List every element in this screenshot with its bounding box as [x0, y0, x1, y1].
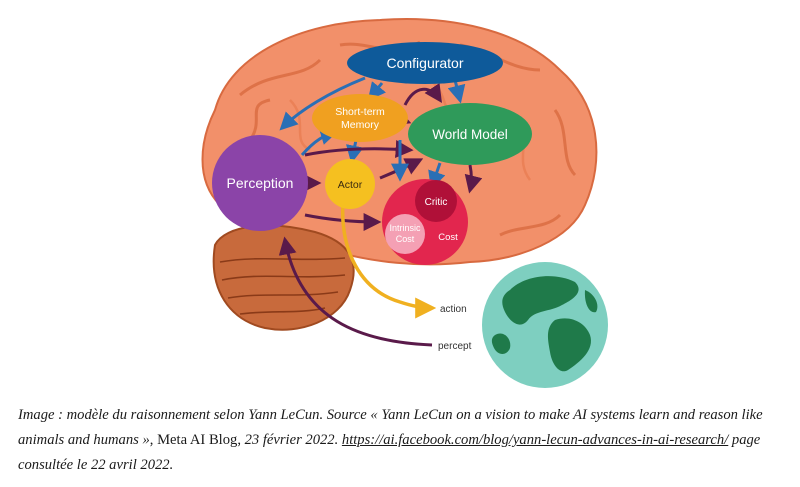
- short-term-memory-label-line1: Short-term: [335, 106, 385, 118]
- caption-blog: , Meta AI Blog,: [149, 432, 245, 448]
- arrow-actor-to-action: [340, 201, 437, 319]
- arrow-percept-to-perception: [278, 236, 433, 347]
- figure-caption: Image : modèle du raisonnement selon Yan…: [18, 403, 786, 478]
- perception-label: Perception: [227, 175, 294, 191]
- earth-globe-icon: [482, 262, 608, 388]
- caption-date: 23 février 2022.: [244, 432, 342, 448]
- configurator-label: Configurator: [386, 55, 463, 71]
- perception-node: Perception: [212, 135, 308, 231]
- actor-node: Actor: [325, 159, 375, 209]
- cost-node: Critic Intrinsic Cost Cost: [382, 179, 468, 265]
- actor-label: Actor: [338, 179, 363, 191]
- source-link[interactable]: https://ai.facebook.com/blog/yann-lecun-…: [341, 432, 729, 448]
- arrow-worldmodel-to-cost: [464, 164, 483, 194]
- intrinsic-cost-label-line1: Intrinsic: [389, 223, 421, 233]
- critic-label: Critic: [425, 197, 448, 208]
- world-model-node: World Model: [408, 103, 532, 165]
- configurator-node: Configurator: [347, 42, 503, 84]
- caption-prefix: Image : modèle du raisonnement selon Yan…: [18, 407, 763, 448]
- caption-suffix: page consultée le 22 avril 2022.: [18, 432, 761, 473]
- percept-label: percept: [438, 341, 472, 352]
- arrow-configurator-to-worldmodel: [447, 79, 466, 104]
- action-label: action: [440, 304, 467, 315]
- lecun-architecture-diagram: Configurator Short-term Memory World Mod…: [201, 18, 608, 388]
- short-term-memory-node: Short-term Memory: [312, 94, 408, 142]
- intrinsic-cost-label-line2: Cost: [396, 234, 415, 244]
- arrow-memory-to-configurator: [403, 83, 442, 106]
- world-model-label: World Model: [432, 127, 508, 142]
- cost-label: Cost: [438, 232, 458, 243]
- short-term-memory-label-line2: Memory: [341, 119, 380, 131]
- arrow-configurator-to-perception: [279, 76, 366, 131]
- cerebellum: [212, 224, 355, 331]
